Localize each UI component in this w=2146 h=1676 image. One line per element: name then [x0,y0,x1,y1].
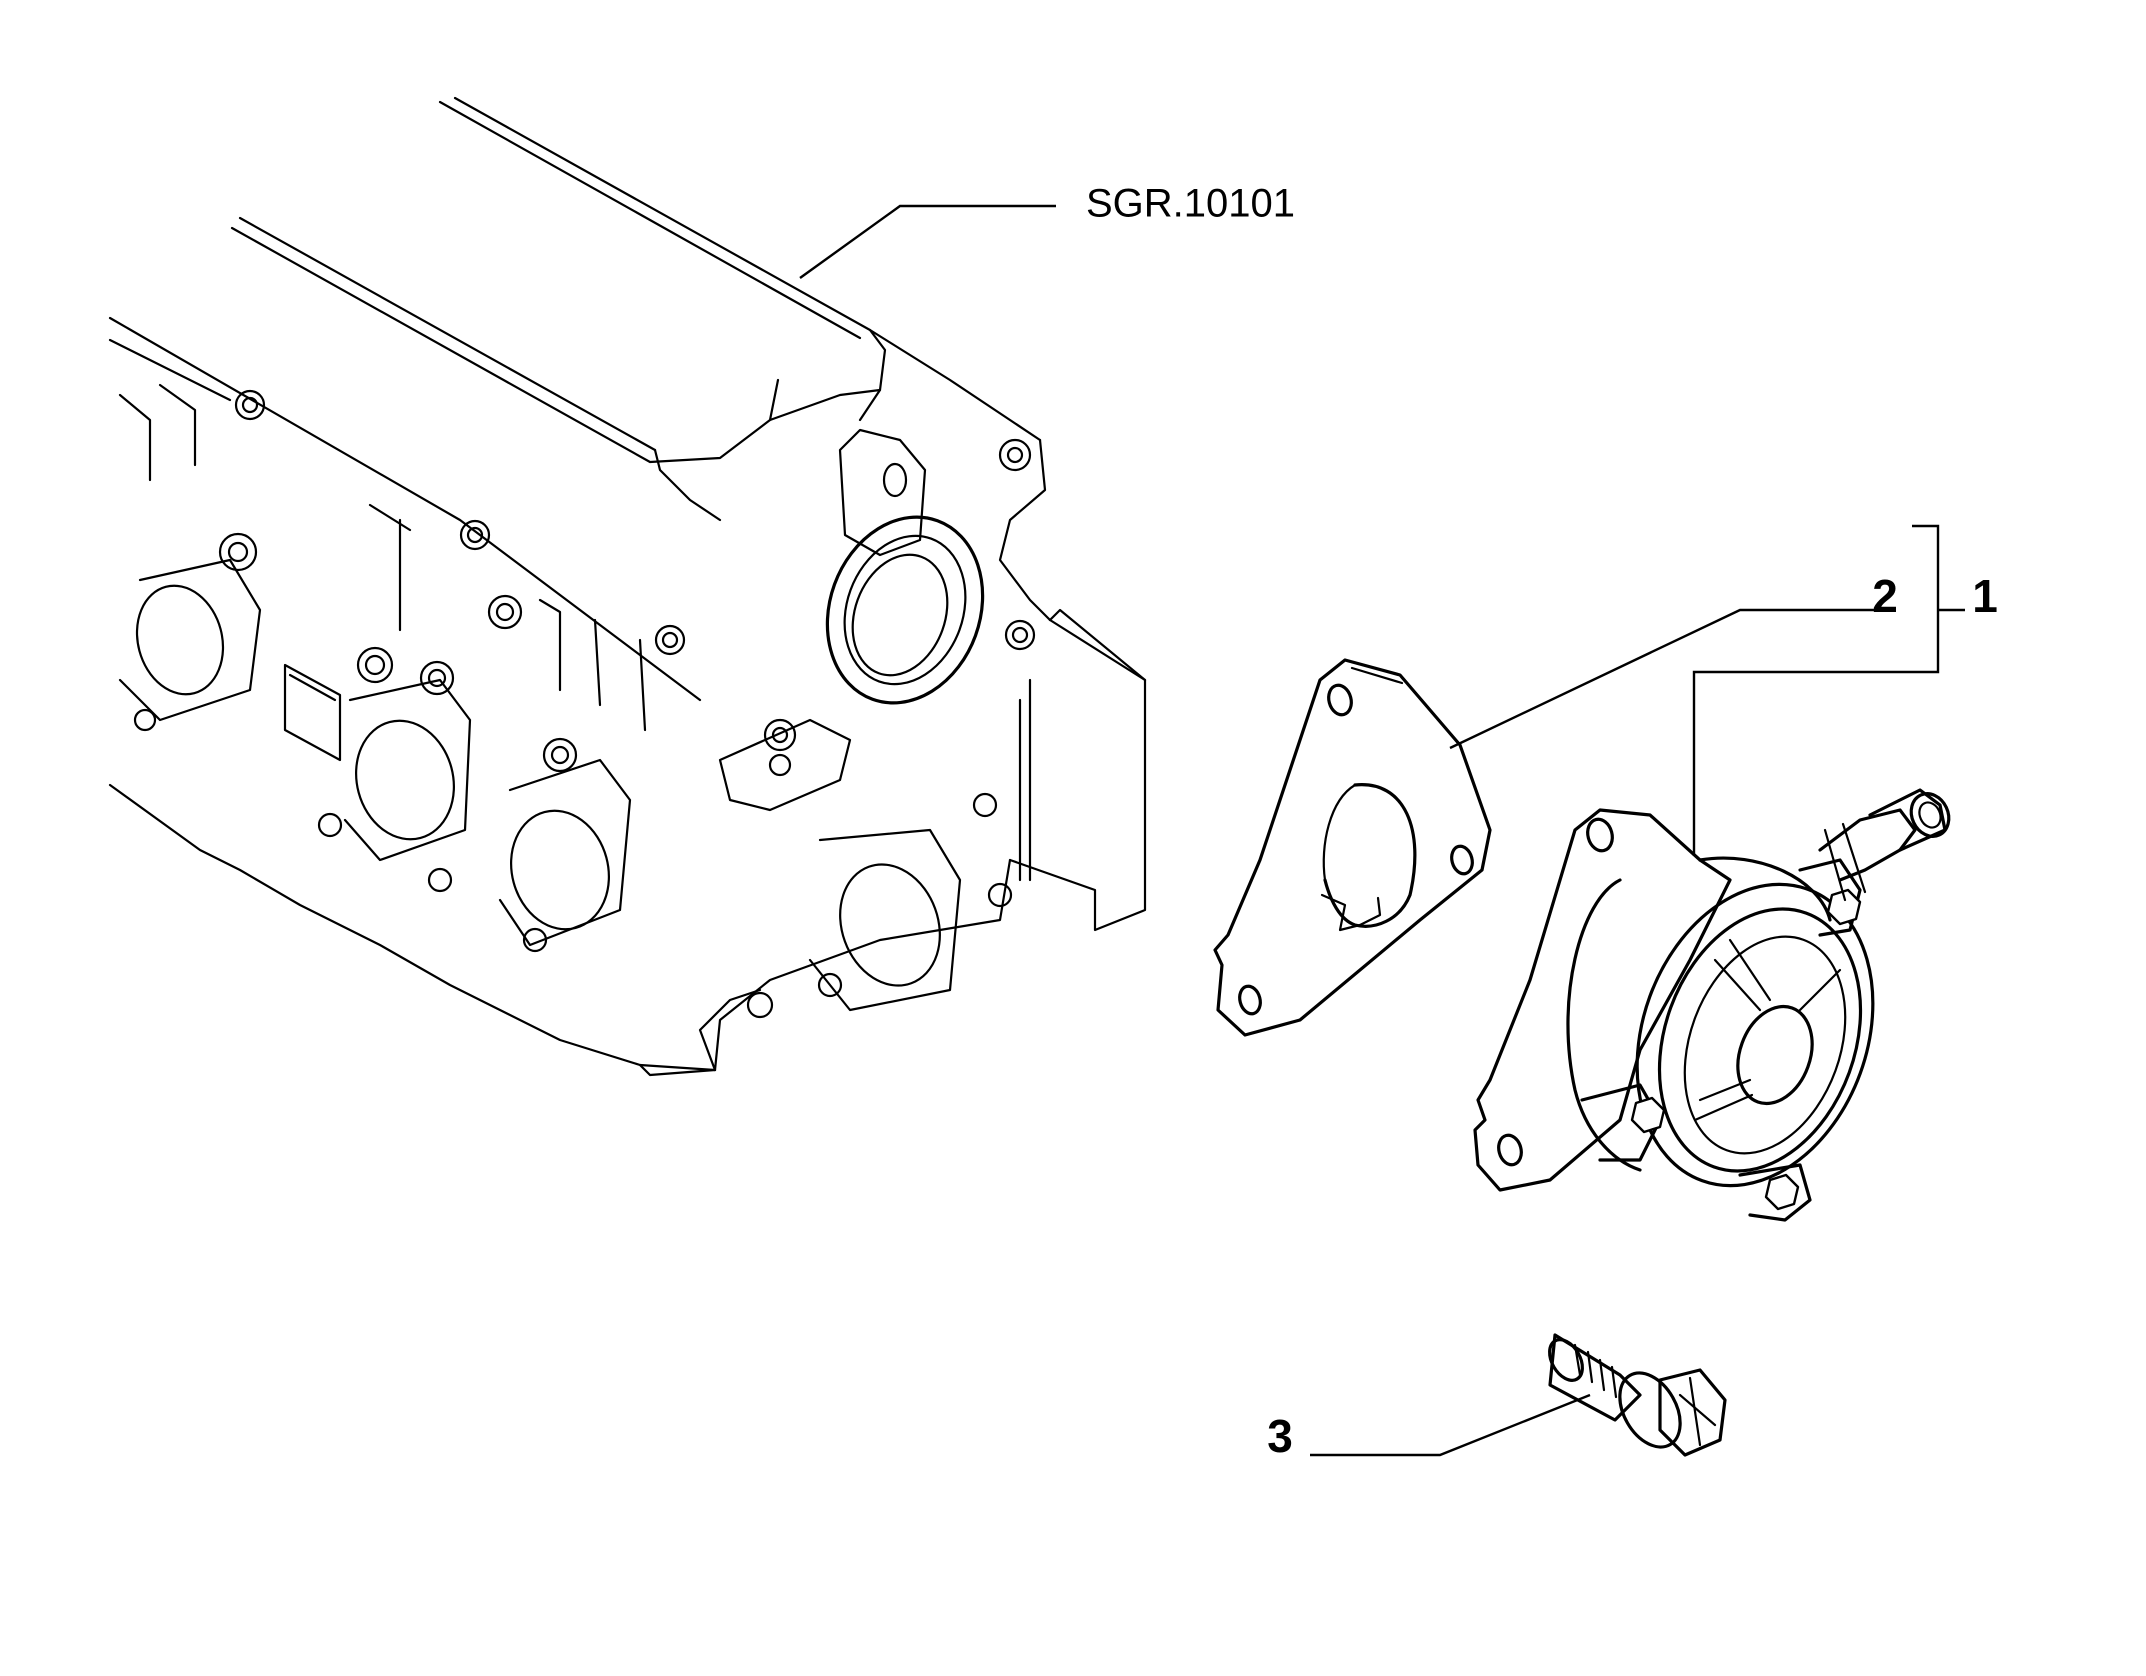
leader-lines [799,204,1965,1457]
leader-line-3 [1310,1393,1591,1457]
bolt-part [1548,1333,1727,1457]
callouts: SGR.10101 2 1 3 [1086,182,1998,1463]
vacuum-pump-part [1473,788,1951,1222]
bracket-1-2 [1692,524,1940,856]
callout-1-label: 1 [1972,570,1998,622]
callout-2-label: 2 [1872,570,1898,622]
reference-label: SGR.10101 [1086,182,1295,226]
leader-line-ref [799,204,1056,279]
leader-line-2 [1449,608,1895,750]
callout-3-label: 3 [1267,1410,1293,1462]
cylinder-head [108,96,1147,1077]
gasket-part [1213,658,1492,1037]
